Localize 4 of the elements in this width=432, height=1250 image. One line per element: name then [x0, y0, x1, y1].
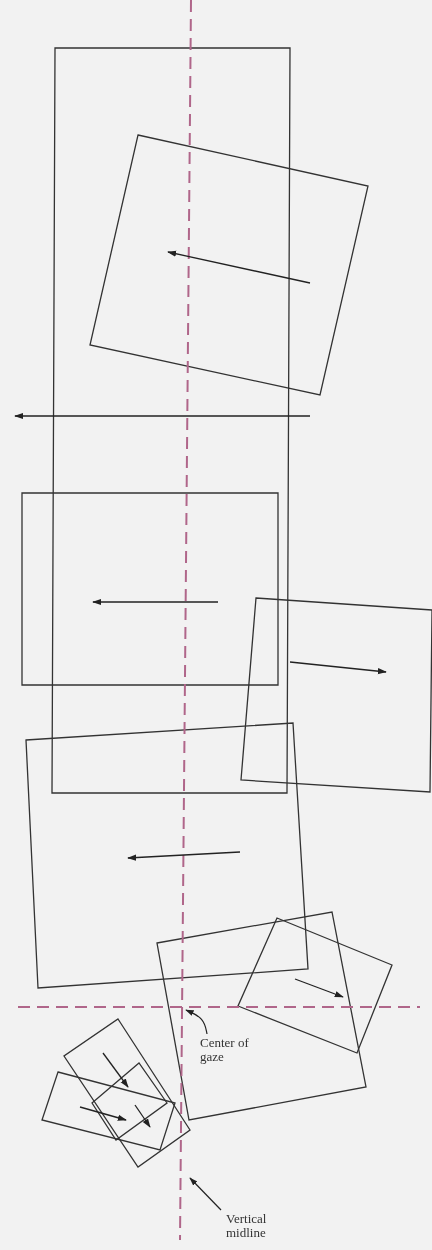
callout-label: Center of gaze — [200, 1036, 250, 1064]
callout-label: Vertical midline — [226, 1212, 268, 1240]
leader-line — [189, 1177, 222, 1211]
leader-line — [185, 1009, 208, 1035]
